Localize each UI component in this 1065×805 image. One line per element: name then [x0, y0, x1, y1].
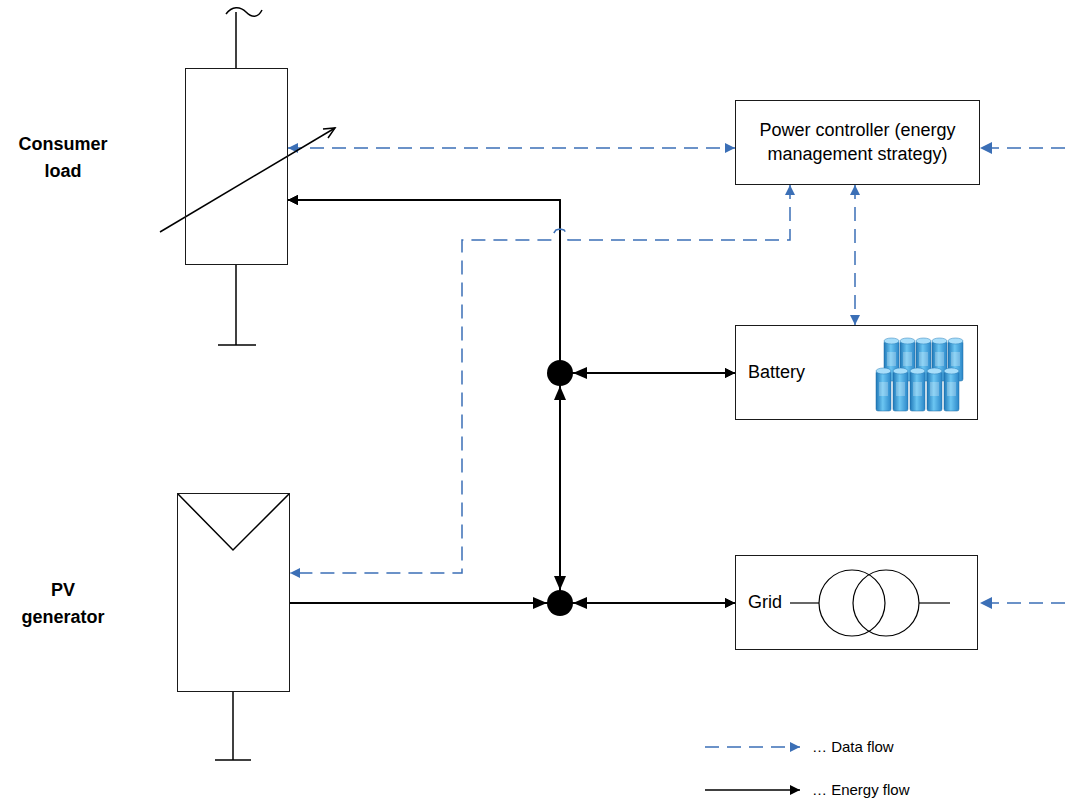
junction-dot	[547, 360, 573, 386]
ground-lead	[235, 265, 237, 345]
legend-sample-group	[705, 747, 800, 790]
battery-box: Battery	[735, 325, 978, 420]
junction-arrowhead	[554, 576, 566, 590]
battery-picture	[876, 338, 963, 411]
external-data-inputs	[980, 142, 1065, 609]
ground-lead	[232, 692, 234, 760]
battery-cell	[910, 368, 925, 411]
box-label: Battery	[748, 361, 805, 384]
variable-arrowhead	[323, 128, 335, 138]
legend-sample-line	[705, 789, 800, 791]
data-input-line	[990, 602, 1065, 604]
supply-lead	[235, 12, 237, 68]
variable-resistor-symbol	[160, 8, 335, 345]
consumer-load-box: Consumer load	[185, 68, 288, 265]
transformer-lead	[790, 602, 819, 603]
transformer-symbol	[790, 570, 950, 636]
component-label: PV generator	[13, 577, 113, 631]
energy-flow-connector	[288, 200, 735, 373]
data-flow-connector	[290, 185, 790, 573]
component-label: Consumer load	[13, 131, 113, 185]
pv-generator-box: PV generator	[177, 493, 290, 692]
battery-cell	[893, 368, 908, 411]
legend-text: … Data flow	[812, 738, 894, 756]
energy-flow-connector	[288, 200, 735, 603]
ground-bar	[218, 344, 256, 346]
junctions	[533, 360, 587, 616]
variable-arrow	[160, 128, 335, 232]
legend-sample-line	[705, 746, 800, 748]
energy-flow-connector	[290, 373, 735, 603]
supply-wave	[226, 8, 262, 17]
data-input-arrowhead	[980, 597, 992, 609]
transformer-winding	[819, 570, 885, 636]
grid-box: Grid	[735, 555, 978, 650]
junction-arrowhead	[554, 386, 566, 400]
transformer-winding	[853, 570, 919, 636]
battery-cell	[876, 368, 891, 411]
energy-flow-connector	[560, 373, 735, 603]
box-label: Power controller (energy management stra…	[748, 119, 967, 166]
connector-group	[288, 148, 855, 603]
battery-cell	[944, 368, 959, 411]
junction-dot	[547, 590, 573, 616]
energy-flow-connector	[288, 200, 560, 603]
junction-arrowhead	[573, 367, 587, 379]
data-flow-connector	[854, 185, 856, 325]
data-flow-connector	[288, 147, 735, 149]
junction-arrowhead	[533, 597, 547, 609]
transformer-lead	[919, 602, 950, 603]
pv-triangle	[178, 494, 289, 550]
data-input-arrowhead	[980, 142, 992, 154]
ground-bar	[215, 759, 251, 761]
box-label: Grid	[748, 591, 782, 614]
battery-cell	[927, 368, 942, 411]
data-input-line	[990, 147, 1065, 149]
junction-arrowhead	[573, 597, 587, 609]
legend-text: … Energy flow	[812, 781, 910, 799]
pv-symbol	[178, 494, 289, 760]
power-controller-box: Power controller (energy management stra…	[735, 100, 980, 185]
